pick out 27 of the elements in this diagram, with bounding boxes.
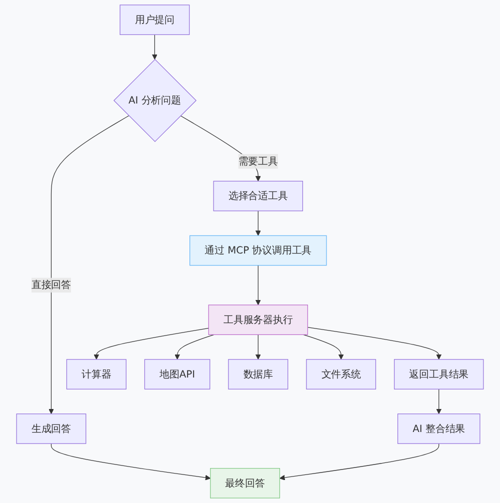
arrow [174, 334, 214, 360]
node-box: 计算器 [66, 359, 126, 390]
edge-label: 直接回答 [31, 278, 72, 291]
arrow [279, 443, 440, 480]
node-diamond: AI 分析问题 [113, 58, 197, 142]
arrow [152, 34, 158, 60]
arrow [255, 334, 261, 360]
node-box: 最终回答 [210, 468, 280, 498]
arrow [307, 326, 442, 360]
node-box: 数据库 [228, 359, 288, 390]
node-box: 用户提问 [120, 4, 190, 35]
arrow [94, 328, 209, 360]
node-box: 地图API [144, 359, 210, 390]
edge-label: 需要工具 [238, 155, 278, 167]
node-box: AI 整合结果 [397, 414, 480, 444]
arrow [303, 334, 344, 360]
node-box: 文件系统 [306, 359, 376, 390]
node-box: 返回工具结果 [394, 359, 484, 390]
arrow [50, 443, 211, 480]
node-box: 生成回答 [16, 414, 86, 444]
arrow [436, 388, 442, 414]
arrow [255, 210, 261, 236]
arrow [255, 265, 261, 306]
arrow [48, 115, 130, 414]
node-box: 选择合适工具 [213, 180, 303, 212]
node-box: 工具服务器执行 [208, 304, 308, 335]
node-box: 通过 MCP 协议调用工具 [190, 235, 327, 266]
